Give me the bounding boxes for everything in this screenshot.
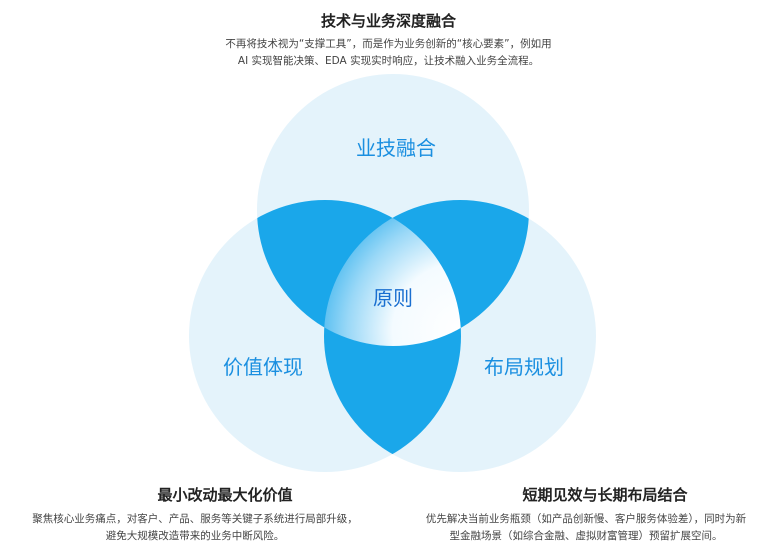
bottom-left-description-line-1: 聚焦核心业务痛点，对客户、产品、服务等关键子系统进行局部升级， [32,513,358,525]
circle-top-label: 业技融合 [356,136,436,160]
top-description-line-1: 不再将技术视为“支撑工具”，而是作为业务创新的“核心要素”，例如用 [225,38,552,50]
bottom-right-title: 短期见效与长期布局结合 [522,486,688,504]
circle-right-label: 布局规划 [484,355,564,379]
bottom-left-description: 聚焦核心业务痛点，对客户、产品、服务等关键子系统进行局部升级， 避免大规模改造带… [12,511,378,545]
bottom-left-description-line-2: 避免大规模改造带来的业务中断风险。 [105,530,285,542]
bottom-right-description-line-2: 型金融场景（如综合金融、虚拟财富管理）预留扩展空间。 [449,530,723,542]
center-label: 原则 [373,286,413,310]
bottom-left-title: 最小改动最大化价值 [157,486,293,504]
top-title: 技术与业务深度融合 [320,12,456,30]
top-description-line-2: AI 实现智能决策、EDA 实现实时响应，让技术融入业务全流程。 [237,55,540,67]
circle-left-label: 价值体现 [223,355,303,379]
bottom-right-description: 优先解决当前业务瓶颈（如产品创新慢、客户服务体验差），同时为新 型金融场景（如综… [400,511,772,545]
bottom-right-description-line-1: 优先解决当前业务瓶颈（如产品创新慢、客户服务体验差），同时为新 [425,513,747,525]
top-description: 不再将技术视为“支撑工具”，而是作为业务创新的“核心要素”，例如用 AI 实现智… [170,36,607,70]
